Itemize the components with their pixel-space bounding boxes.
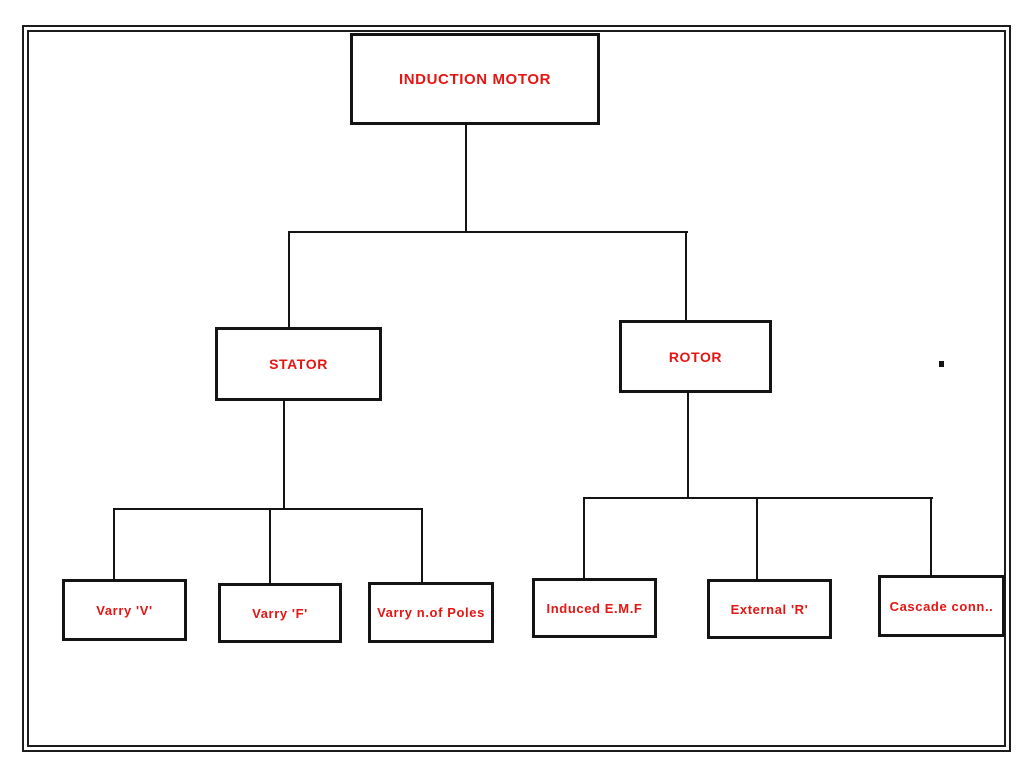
connector-to-induced-emf — [583, 497, 585, 579]
node-induced-emf-label: Induced E.M.F — [546, 600, 643, 616]
node-induction-motor-label: INDUCTION MOTOR — [398, 70, 552, 88]
node-varry-f-label: Varry 'F' — [252, 605, 308, 621]
page-border-inner — [27, 30, 1006, 747]
connector-rotor-down — [687, 392, 689, 499]
connector-to-varry-f — [269, 508, 271, 584]
node-rotor: ROTOR — [619, 320, 772, 393]
connector-level1-horizontal — [288, 231, 688, 233]
node-induced-emf: Induced E.M.F — [532, 578, 657, 638]
node-varry-n-of-poles: Varry n.of Poles — [368, 582, 494, 643]
node-stator-label: STATOR — [269, 356, 328, 372]
node-varry-n-of-poles-label: Varry n.of Poles — [377, 605, 485, 620]
node-varry-v: Varry 'V' — [62, 579, 187, 641]
connector-to-varry-poles — [421, 508, 423, 583]
connector-rotor-horizontal — [583, 497, 933, 499]
node-cascade-conn: Cascade conn.. — [878, 575, 1005, 637]
connector-to-external-r — [756, 497, 758, 580]
stray-dot-mark — [939, 361, 944, 367]
node-external-r-label: External 'R' — [730, 601, 809, 617]
node-stator: STATOR — [215, 327, 382, 401]
connector-to-varry-v — [113, 508, 115, 580]
connector-to-rotor — [685, 231, 687, 321]
node-rotor-label: ROTOR — [668, 348, 723, 365]
node-induction-motor: INDUCTION MOTOR — [350, 33, 600, 125]
node-varry-f: Varry 'F' — [218, 583, 342, 643]
connector-to-stator — [288, 231, 290, 328]
node-cascade-conn-label: Cascade conn.. — [889, 598, 994, 614]
connector-to-cascade-conn — [930, 497, 932, 576]
node-external-r: External 'R' — [707, 579, 832, 639]
node-varry-v-label: Varry 'V' — [96, 602, 153, 618]
connector-stator-down — [283, 400, 285, 510]
connector-root-down — [465, 124, 467, 233]
page-border-outer — [22, 25, 1011, 752]
connector-stator-horizontal — [113, 508, 423, 510]
